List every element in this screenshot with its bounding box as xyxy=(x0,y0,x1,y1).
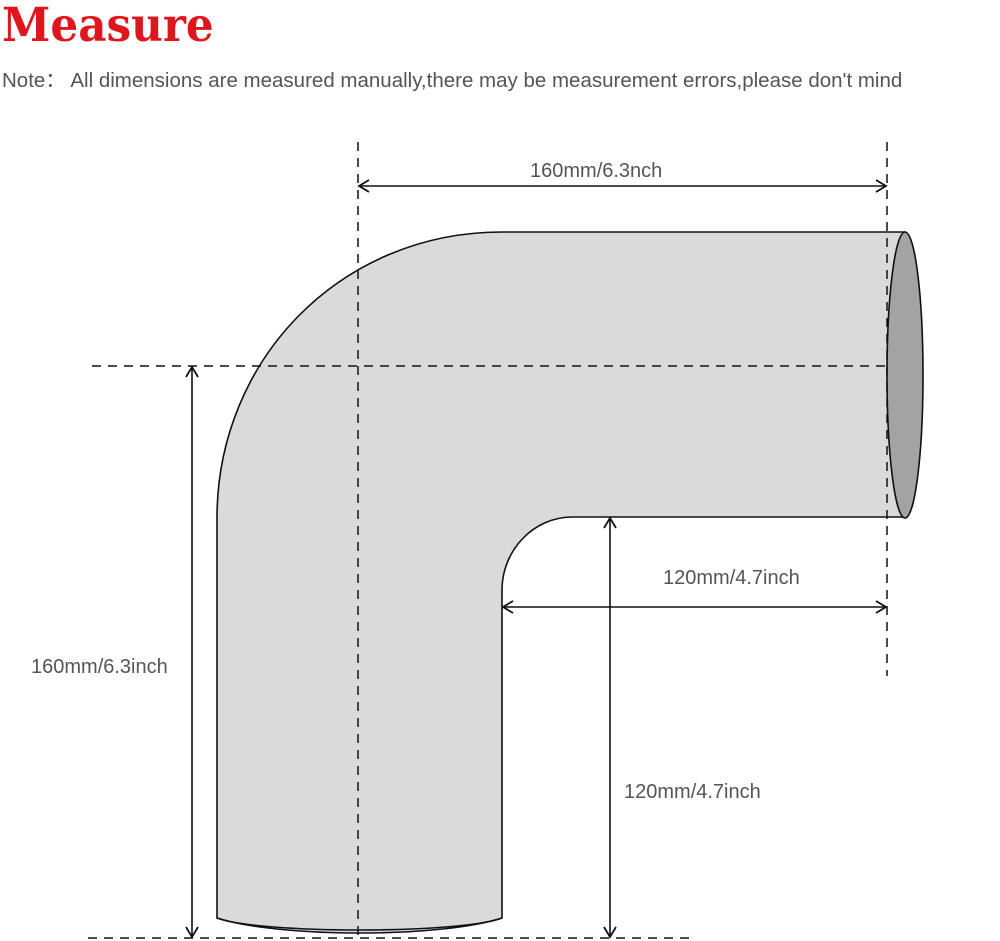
left-height-label: 160mm/6.3inch xyxy=(31,656,168,678)
inner-height-label: 120mm/4.7inch xyxy=(624,781,761,803)
pipe-opening xyxy=(886,231,924,519)
page-title: Measure xyxy=(2,0,214,53)
inner-width-label: 120mm/4.7inch xyxy=(663,567,800,589)
pipe-bottom-edge xyxy=(216,917,503,931)
measurement-note: Note： All dimensions are measured manual… xyxy=(2,69,903,92)
pipe-body xyxy=(216,231,906,934)
top-width-label: 160mm/6.3nch xyxy=(530,160,663,182)
